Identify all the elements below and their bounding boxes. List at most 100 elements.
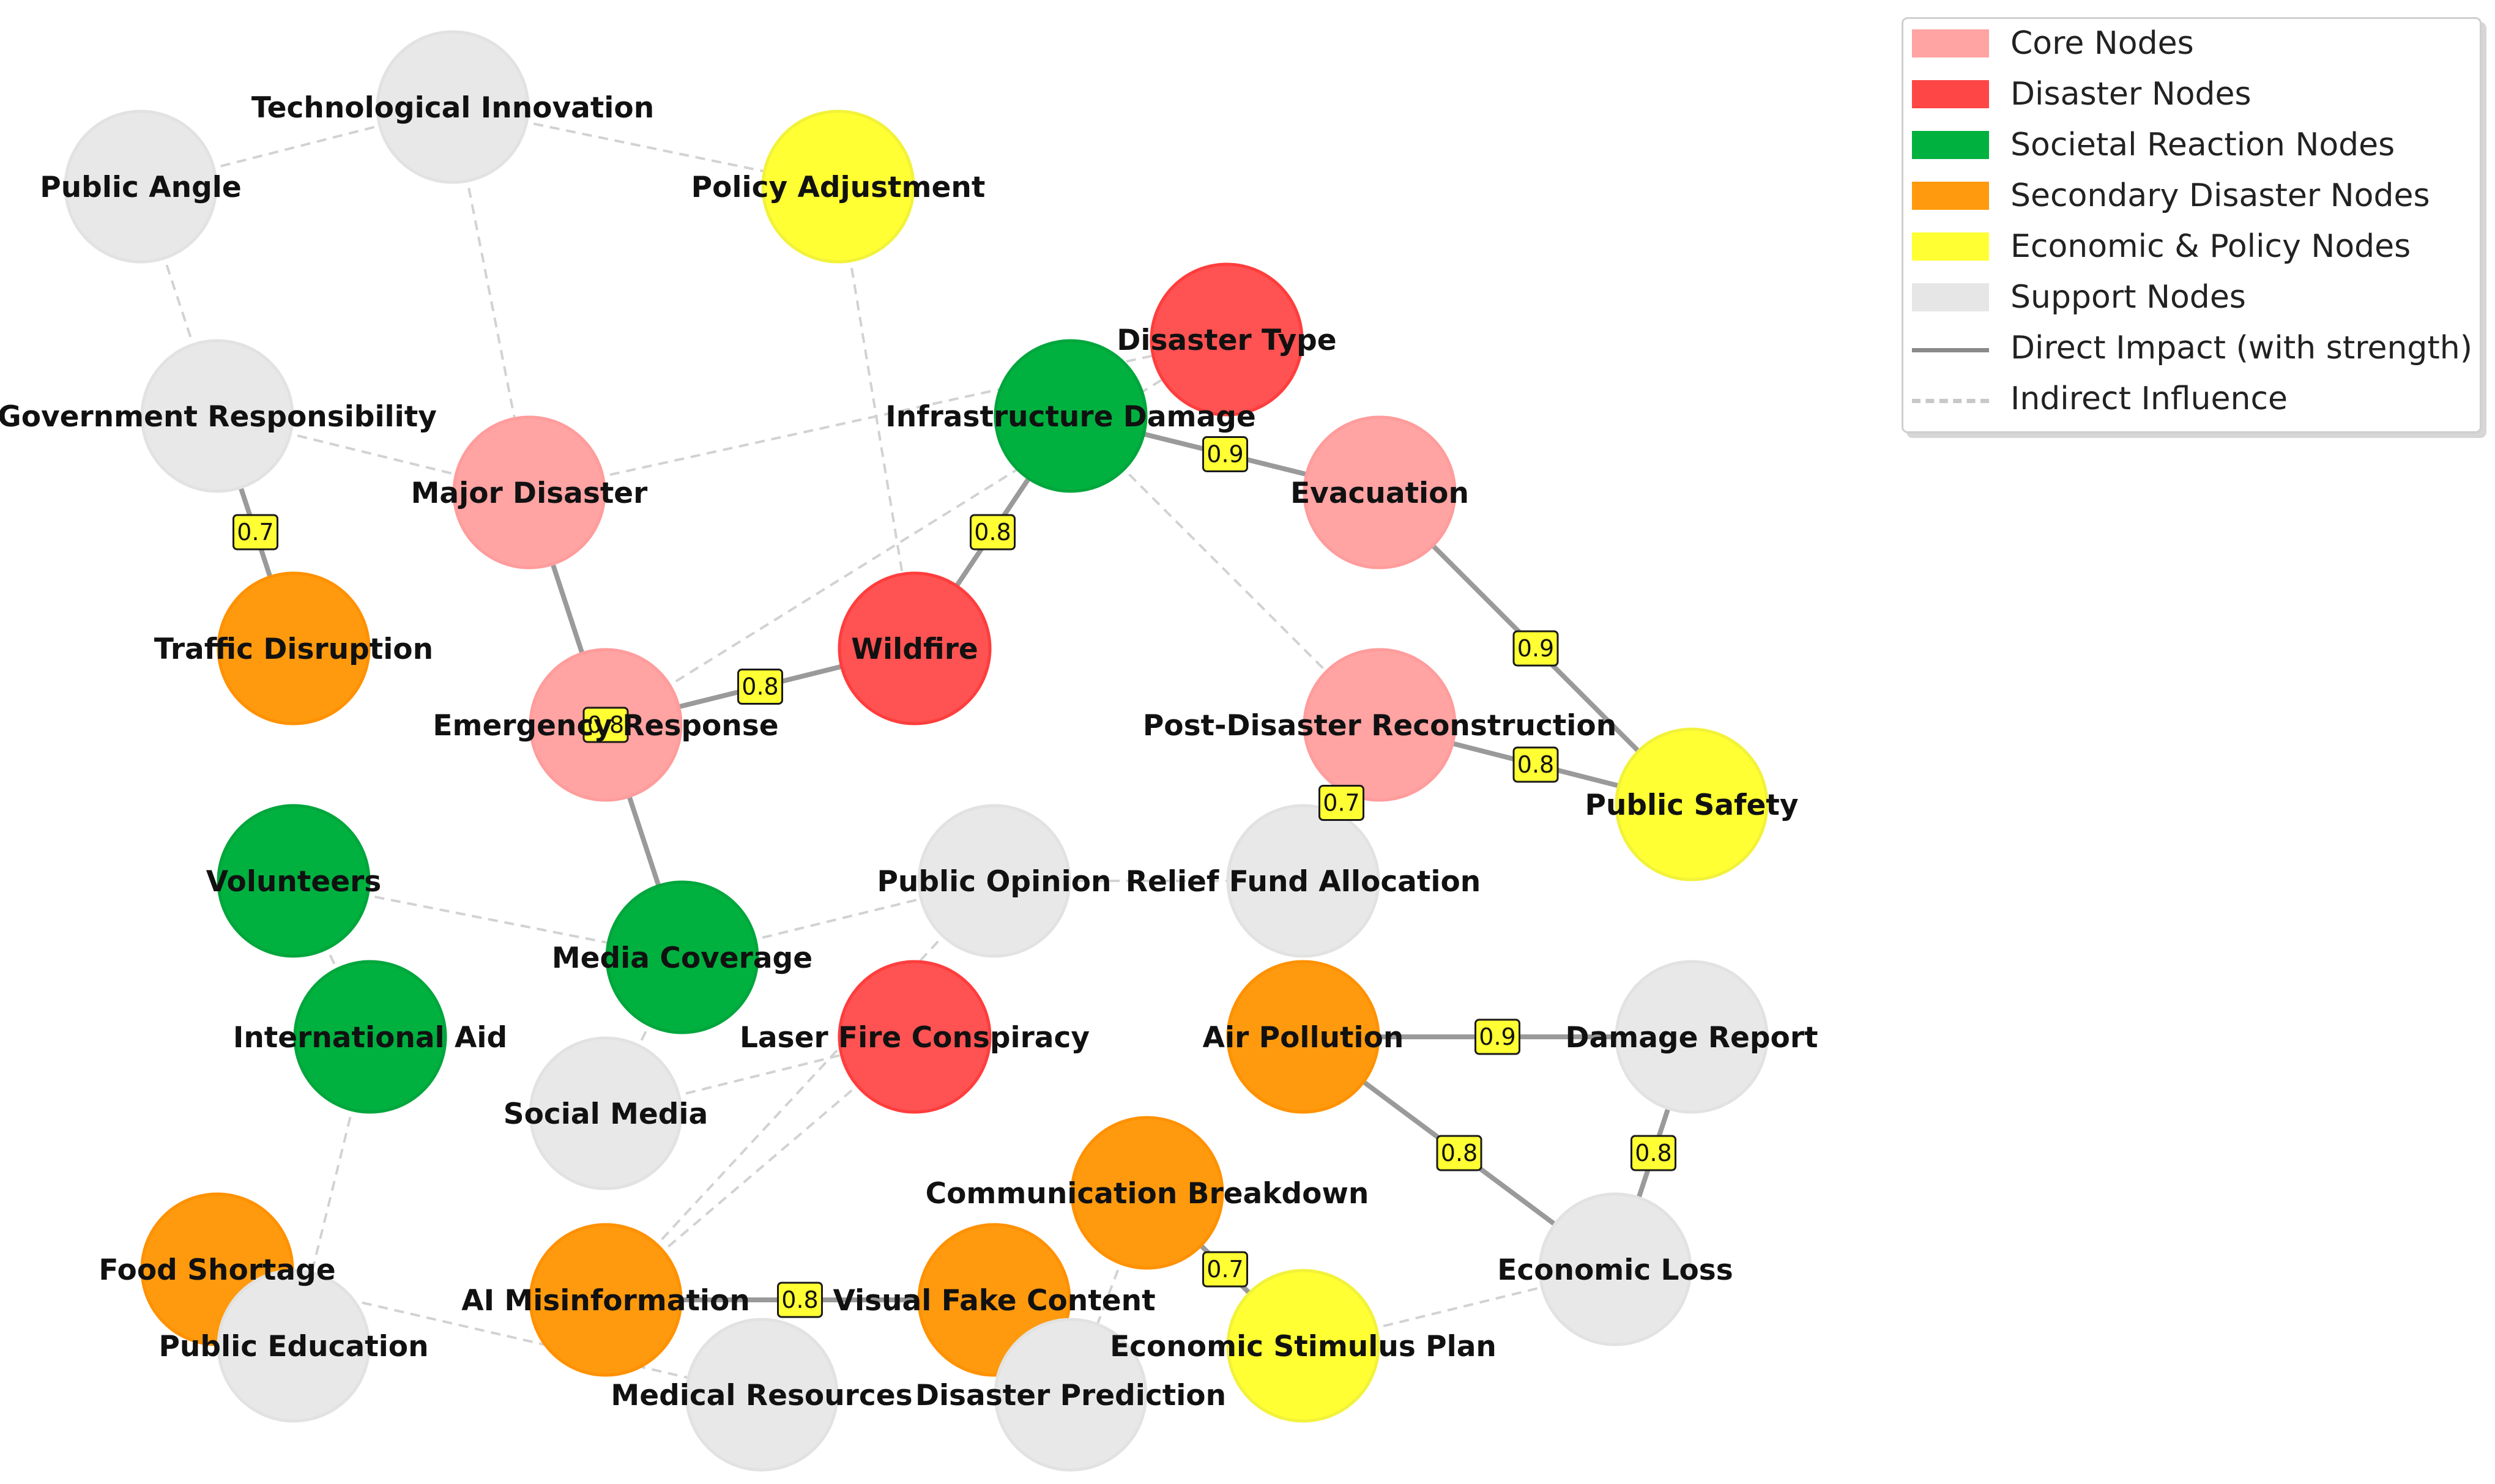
badge-value: 0.7 <box>1207 1256 1243 1283</box>
legend-label-economic: Economic & Policy Nodes <box>2010 228 2411 265</box>
node-damage <box>1615 960 1769 1114</box>
indirect-edge-media-social <box>604 957 683 1114</box>
node-label-angle: Public Angle <box>40 171 241 204</box>
legend-label-disaster: Disaster Nodes <box>2010 76 2251 113</box>
edge-strength-badge: 0.7 <box>232 514 278 551</box>
edge-strength-badge: 0.8 <box>582 707 629 743</box>
edge-strength-badge: 0.9 <box>1512 630 1559 667</box>
edge-strength-badge: 0.9 <box>1202 436 1248 472</box>
node-safety <box>1615 727 1769 881</box>
indirect-edge-emergency-dtype <box>604 338 1228 726</box>
legend-line-indirect <box>1912 399 1989 403</box>
node-label-safety: Public Safety <box>1585 788 1799 822</box>
node-label-dtype: Disaster Type <box>1117 324 1336 357</box>
legend-swatch-core <box>1912 29 1989 58</box>
badge-value: 0.9 <box>1517 635 1554 662</box>
legend-swatch-secondary <box>1912 182 1989 210</box>
node-label-infra: Infrastructure Damage <box>885 400 1256 434</box>
node-label-damage: Damage Report <box>1566 1021 1818 1055</box>
badge-value: 0.8 <box>974 519 1011 546</box>
node-label-emergency: Emergency Response <box>433 709 778 743</box>
node-econloss <box>1538 1192 1692 1346</box>
node-label-evac: Evacuation <box>1290 477 1469 510</box>
node-predict <box>994 1318 1148 1472</box>
node-traffic <box>217 571 371 725</box>
node-gov <box>140 339 294 493</box>
node-major <box>452 415 606 569</box>
legend-label-core: Core Nodes <box>2010 25 2194 62</box>
node-medical <box>685 1318 839 1472</box>
node-label-postdis: Post-Disaster Reconstruction <box>1143 709 1616 743</box>
node-air <box>1226 960 1380 1114</box>
node-label-econloss: Economic Loss <box>1497 1253 1733 1287</box>
badge-box <box>777 1282 823 1318</box>
badge-value: 0.9 <box>1479 1023 1515 1050</box>
node-label-predict: Disaster Prediction <box>915 1379 1226 1412</box>
node-label-traffic: Traffic Disruption <box>154 633 433 666</box>
edge-strength-badge: 0.8 <box>737 669 783 705</box>
node-stimulus <box>1226 1269 1380 1423</box>
node-label-intl: International Aid <box>233 1021 507 1055</box>
node-angle <box>64 109 218 264</box>
node-label-major: Major Disaster <box>411 477 649 510</box>
node-label-stimulus: Economic Stimulus Plan <box>1110 1330 1497 1363</box>
badge-box <box>1512 746 1559 783</box>
legend-label-direct: Direct Impact (with strength) <box>2010 330 2473 366</box>
badge-value: 0.8 <box>742 673 778 700</box>
indirect-edge-volunteers-intl <box>292 880 371 1037</box>
indirect-edge-policy-wildfire <box>837 186 916 649</box>
node-aimis <box>529 1223 683 1377</box>
legend-label-indirect: Indirect Influence <box>2010 380 2288 417</box>
node-label-food: Food Shortage <box>99 1253 335 1287</box>
node-opinion <box>917 804 1071 958</box>
node-media <box>605 880 759 1034</box>
edge-strength-badge: 0.8 <box>777 1282 823 1318</box>
badge-value: 0.8 <box>1441 1140 1478 1167</box>
node-wildfire <box>838 571 992 725</box>
node-label-laser: Laser Fire Conspiracy <box>740 1021 1090 1055</box>
badge-value: 0.8 <box>1635 1140 1671 1167</box>
node-label-aimis: AI Misinformation <box>461 1284 750 1318</box>
node-label-opinion: Public Opinion <box>877 865 1111 899</box>
node-label-gov: Government Responsibility <box>0 400 437 434</box>
badge-value: 0.7 <box>1323 790 1359 817</box>
edge-strength-badges: 0.7 0.8 0.8 0.8 0.9 0.9 0.8 0.7 0.9 0.8 0.8 0.8 0.7 <box>232 436 1676 1318</box>
node-label-wildfire: Wildfire <box>851 633 978 666</box>
node-social <box>529 1036 683 1190</box>
node-label-air: Air Pollution <box>1203 1021 1404 1055</box>
node-policy <box>761 109 915 264</box>
legend-label-secondary: Secondary Disaster Nodes <box>2010 177 2430 214</box>
node-relief <box>1226 804 1380 958</box>
legend-line-direct <box>1912 348 1989 352</box>
edge-strength-badge: 0.7 <box>1202 1251 1248 1288</box>
edge-strength-badge: 0.8 <box>1512 746 1559 783</box>
node-label-tech: Technological Innovation <box>251 91 654 125</box>
badge-value: 0.8 <box>587 711 624 738</box>
node-label-media: Media Coverage <box>552 941 812 975</box>
nodes <box>64 30 1769 1472</box>
legend-swatch-support <box>1912 283 1989 311</box>
badge-box <box>1436 1135 1482 1171</box>
legend: Core Nodes Disaster Nodes Societal React… <box>1902 17 2482 433</box>
node-evac <box>1303 415 1457 569</box>
badge-box <box>737 669 783 705</box>
badge-box <box>232 514 278 551</box>
indirect-edge-food-medical <box>217 1268 762 1396</box>
node-label-medical: Medical Resources <box>611 1379 912 1412</box>
node-volunteers <box>217 804 371 958</box>
edge-strength-badge: 0.9 <box>1474 1018 1520 1055</box>
legend-swatch-economic <box>1912 232 1989 261</box>
legend-swatch-societal <box>1912 131 1989 159</box>
badge-box <box>1202 436 1248 472</box>
badge-value: 0.8 <box>781 1286 818 1313</box>
legend-swatch-disaster <box>1912 80 1989 108</box>
badge-box <box>970 514 1016 551</box>
node-label-relief: Relief Fund Allocation <box>1126 865 1481 899</box>
edge-strength-badge: 0.8 <box>970 514 1016 551</box>
node-infra <box>994 339 1148 493</box>
legend-label-societal: Societal Reaction Nodes <box>2010 127 2395 163</box>
badge-box <box>1202 1251 1248 1288</box>
edge-strength-badge: 0.7 <box>1318 785 1364 821</box>
